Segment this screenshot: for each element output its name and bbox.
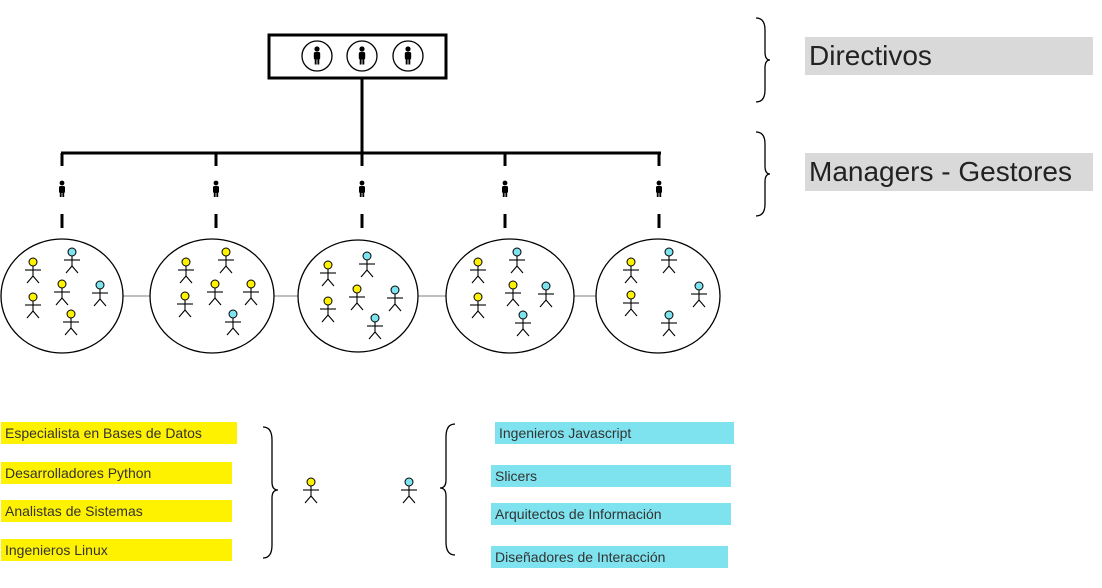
team-member-yellow	[207, 279, 223, 306]
legend-cyan-item: Slicers	[491, 465, 731, 487]
team-member-cyan	[92, 280, 108, 307]
team-member-cyan	[225, 309, 241, 336]
team-member-cyan	[691, 281, 707, 308]
team-member-yellow	[623, 290, 639, 317]
team-member-yellow	[320, 296, 336, 323]
team-group	[595, 238, 721, 354]
legend-yellow-item: Ingenieros Linux	[1, 539, 232, 561]
legend-figure-yellow	[303, 477, 319, 504]
team-group	[149, 238, 275, 354]
brace-managers	[755, 131, 771, 217]
team-member-yellow	[178, 257, 194, 284]
team-member-cyan	[359, 251, 375, 278]
team-member-cyan	[538, 281, 554, 308]
team-circle	[595, 238, 721, 354]
legend-cyan-item: Diseñadores de Interacción	[491, 546, 728, 568]
team-member-yellow	[54, 279, 70, 306]
brace-directivos	[755, 17, 771, 103]
legend-figure-cyan	[401, 477, 417, 504]
manager-icon	[656, 180, 662, 197]
team-member-cyan	[387, 285, 403, 312]
team-member-cyan	[515, 310, 531, 337]
team-member-yellow	[177, 291, 193, 318]
team-member-yellow	[25, 257, 41, 284]
role-label-managers: Managers - Gestores	[805, 153, 1093, 191]
team-member-yellow	[470, 257, 486, 284]
legend-yellow-item: Analistas de Sistemas	[1, 500, 232, 522]
team-group	[0, 238, 124, 354]
team-member-yellow	[505, 280, 521, 307]
team-member-cyan	[661, 310, 677, 337]
manager-icon	[502, 180, 508, 197]
team-member-yellow	[63, 309, 79, 336]
legend-cyan-item: Arquitectos de Información	[491, 503, 731, 525]
manager-icon	[213, 180, 219, 197]
team-member-cyan	[64, 247, 80, 274]
director-icon	[392, 40, 424, 72]
director-icon	[346, 40, 378, 72]
director-icon	[301, 40, 333, 72]
team-member-cyan	[509, 247, 525, 274]
legend-yellow-item: Especialista en Bases de Datos	[1, 422, 237, 444]
brace-yellow-legend	[262, 426, 279, 559]
team-member-cyan	[367, 313, 383, 340]
team-member-yellow	[349, 284, 365, 311]
team-member-yellow	[320, 260, 336, 287]
team-circle	[149, 238, 275, 354]
team-member-yellow	[470, 292, 486, 319]
team-group	[297, 239, 419, 353]
team-member-yellow	[243, 279, 259, 306]
brace-cyan-legend	[439, 423, 456, 556]
team-circle	[297, 239, 419, 353]
manager-icon	[359, 180, 365, 197]
legend-yellow-item: Desarrolladores Python	[1, 462, 232, 484]
legend-cyan-item: Ingenieros Javascript	[495, 422, 734, 444]
team-member-cyan	[661, 247, 677, 274]
team-member-yellow	[25, 292, 41, 319]
team-group	[445, 238, 575, 354]
team-circle	[445, 238, 575, 354]
manager-icon	[59, 180, 65, 197]
team-member-yellow	[218, 247, 234, 274]
role-label-directivos: Directivos	[805, 37, 1093, 75]
team-member-yellow	[623, 257, 639, 284]
